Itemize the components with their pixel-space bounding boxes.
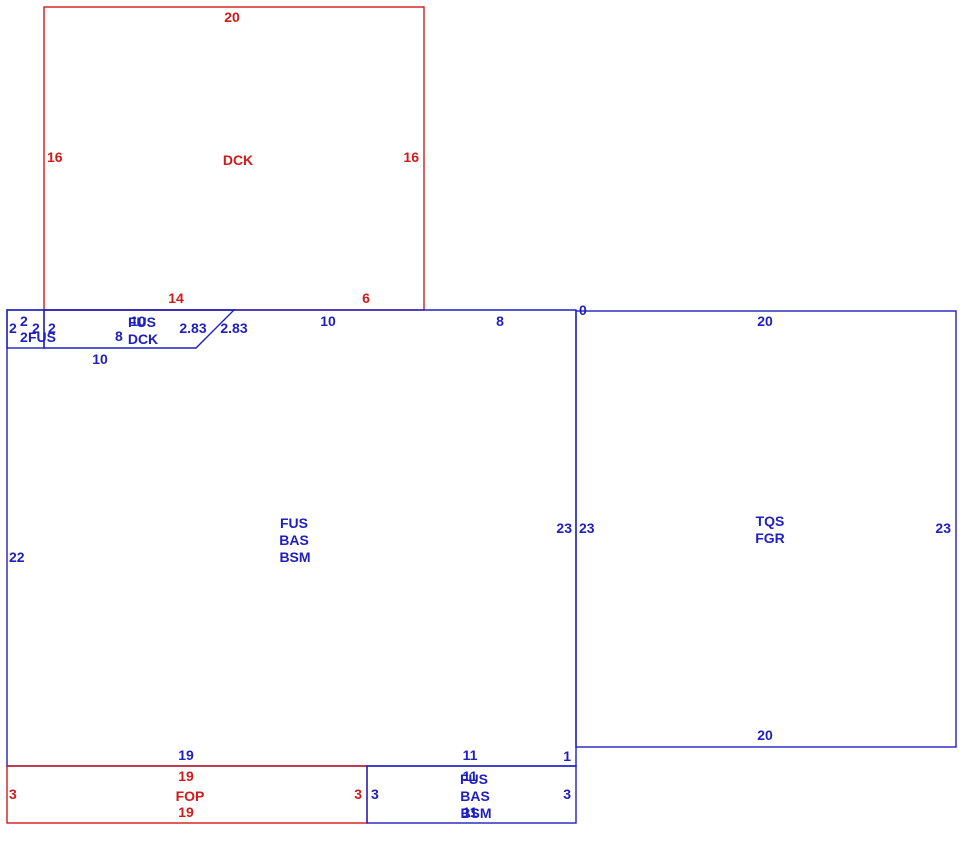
deck-right-dimension: 16 (403, 149, 419, 165)
deck-strip-outline (43, 309, 236, 349)
small-fus-code: FUS (28, 329, 56, 345)
garage-top-dimension: 20 (757, 313, 773, 329)
bottom-unit-left-dimension: 3 (371, 786, 379, 802)
deck-strip-bottom-dimension: 10 (92, 351, 108, 367)
deck-strip-overlap: 10 (130, 313, 146, 329)
deck-bottom-dimension-b: 6 (362, 290, 370, 306)
garage-right-dimension: 23 (935, 520, 951, 536)
deck-strip-left-dimension: 8 (115, 328, 123, 344)
garage-outline (575, 310, 957, 748)
main-bottom-dimension-b: 11 (463, 747, 478, 763)
bottom-unit-code-1: FUS (460, 771, 488, 787)
deck-strip-code-2: DCK (128, 331, 158, 347)
porch-left-dimension: 3 (9, 786, 17, 802)
main-code-1: FUS (280, 515, 308, 531)
porch-top-dimension: 19 (178, 768, 194, 784)
main-corner-dimension: 1 (563, 748, 571, 764)
small-fus-dim-4: 2 (20, 329, 28, 345)
porch-right-dimension: 3 (354, 786, 362, 802)
main-code-3: BSM (279, 549, 310, 565)
small-fus-dim-1: 2 (9, 320, 17, 336)
garage-bottom-dimension: 20 (757, 727, 773, 743)
main-top-dimension-b: 8 (496, 313, 504, 329)
small-fus-dim-5: 2 (48, 320, 56, 336)
garage-corner-dimension: 0 (579, 302, 587, 318)
deck-strip-diagonal-a: 2.83 (179, 320, 206, 336)
bottom-unit-outline (366, 765, 577, 824)
deck-strip-diagonal-b: 2.83 (220, 320, 247, 336)
main-right-dimension: 23 (556, 520, 572, 536)
small-fus-dim-2: 2 (20, 313, 28, 329)
garage-left-dimension: 23 (579, 520, 595, 536)
bottom-unit-code-3: BSM (460, 805, 491, 821)
main-code-2: BAS (279, 532, 309, 548)
bottom-unit-code-2: BAS (460, 788, 490, 804)
deck-strip-code-1: FUS (128, 314, 156, 330)
bottom-unit-extra: 11 (463, 804, 478, 820)
deck-code: DCK (223, 152, 253, 168)
porch-bottom-dimension: 19 (178, 804, 194, 820)
deck-left-dimension: 16 (47, 149, 63, 165)
main-left-dimension: 22 (9, 549, 25, 565)
main-bottom-dimension-a: 19 (178, 747, 194, 763)
garage-code-2: FGR (755, 530, 785, 546)
main-top-dimension-a: 10 (320, 313, 336, 329)
deck-bottom-dimension-a: 14 (168, 290, 184, 306)
porch-code: FOP (176, 788, 205, 804)
bottom-unit-overlap: 11 (463, 768, 478, 784)
bottom-unit-right-dimension: 3 (563, 786, 571, 802)
deck-top-dimension: 20 (224, 9, 240, 25)
garage-code-1: TQS (756, 513, 785, 529)
small-fus-dim-3: 2 (32, 320, 40, 336)
